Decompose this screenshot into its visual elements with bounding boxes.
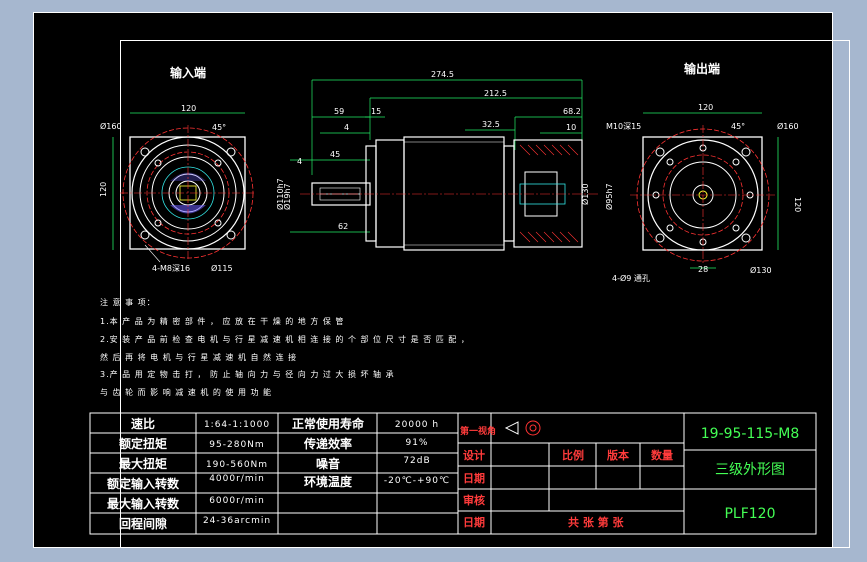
- quantity-label: 数量: [651, 448, 673, 462]
- note-line-4: 3.产 品 用 定 物 击 打 ， 防 止 轴 向 力 与 径 向 力 过 大 …: [100, 369, 395, 379]
- spec-value-4: 6000r/min: [209, 496, 265, 506]
- spec-label-1: 额定扭矩: [119, 436, 167, 451]
- in-bolt-circle-dim: Ø160: [100, 121, 122, 131]
- spec2-value-0: 20000 h: [395, 420, 439, 430]
- technical-notes: 注 意 事 项： 1.本 产 品 为 精 密 部 件 ， 应 放 在 干 燥 的…: [100, 297, 470, 397]
- drawing-number: 19-95-115-M8: [701, 426, 800, 442]
- projection-label: 第一视角: [460, 425, 496, 437]
- out-width-dim: 120: [698, 103, 713, 112]
- in-height-dim: 120: [99, 182, 108, 197]
- output-flange-square: [642, 136, 763, 251]
- input-end-label: 输入端: [170, 65, 206, 80]
- spec-value-3: 4000r/min: [209, 474, 265, 484]
- side-view: 274.5 212.5 68.2 59 15 4 32.5 10 45 4 62…: [275, 70, 614, 251]
- note-line-3: 然 后 再 将 电 机 与 行 星 减 速 机 自 然 连 接: [100, 352, 297, 362]
- drawing-sheet-border: [33, 12, 833, 548]
- version-label: 版本: [607, 448, 629, 462]
- in-holes-dim: 4-M8深16: [152, 264, 190, 273]
- out-holes1-dim: M10深15: [606, 122, 641, 131]
- note-line-5: 与 齿 轮 而 影 响 减 速 机 的 使 用 功 能: [100, 387, 272, 397]
- spec2-label-2: 噪音: [316, 456, 340, 471]
- spec-value-5: 24-36arcmin: [203, 516, 271, 526]
- note-line-1: 1.本 产 品 为 精 密 部 件 ， 应 放 在 干 燥 的 地 方 保 管: [100, 316, 344, 326]
- spec2-value-2: 72dB: [403, 456, 430, 466]
- in-width-dim: 120: [181, 104, 196, 113]
- out-diam-dim: Ø160: [777, 121, 799, 131]
- total-len-dim: 274.5: [431, 70, 454, 79]
- spec2-label-3: 环境温度: [304, 474, 353, 489]
- out-height-dim: 120: [793, 197, 802, 212]
- note-line-0: 注 意 事 项：: [100, 297, 156, 307]
- note-line-2: 2.安 装 产 品 前 检 查 电 机 与 行 星 减 速 机 相 连 接 的 …: [100, 334, 470, 344]
- output-end-view: 输出端 120 M10深15 Ø160 45° 120 28 Ø130 4-Ø9…: [606, 61, 802, 283]
- spec-label-5: 回程间隙: [119, 516, 167, 531]
- out-angle-dim: 45°: [731, 122, 745, 131]
- date1-label: 日期: [463, 471, 485, 485]
- spec-label-4: 最大输入转数: [107, 496, 180, 511]
- spec2-value-1: 91%: [405, 438, 428, 448]
- spec-value-2: 190-560Nm: [206, 460, 268, 470]
- spec2-value-3: -20℃-+90℃: [384, 476, 450, 486]
- drawing-frame: [120, 40, 850, 548]
- spec2-label-1: 传递效率: [303, 436, 352, 451]
- design-label: 设计: [463, 448, 485, 462]
- input-flange: [375, 139, 405, 248]
- flange-d2-dim: Ø95h7: [604, 183, 614, 210]
- input-end-view: 输入端 120 Ø160 45° 120 4-M8深16 Ø115: [99, 65, 256, 273]
- dim-32-5: 32.5: [482, 120, 500, 129]
- dim-45: 45: [330, 150, 340, 159]
- title-block: [457, 412, 817, 535]
- out-pcd-dim: Ø130: [750, 265, 772, 275]
- dim-4b: 4: [297, 157, 302, 166]
- review-label: 审核: [463, 493, 485, 507]
- out-d28-dim: 28: [698, 265, 708, 274]
- gearbox-body: [403, 136, 505, 251]
- scale-label: 比例: [562, 448, 584, 462]
- projection-symbol-icon: [504, 420, 541, 436]
- dim-10: 10: [566, 123, 576, 132]
- body-len-dim: 212.5: [484, 89, 507, 98]
- sheets-label: 共 张 第 张: [568, 515, 624, 529]
- spec2-label-0: 正常使用寿命: [292, 416, 365, 431]
- in-pcd-dim: Ø115: [211, 263, 233, 273]
- spec-value-0: 1:64-1:1000: [204, 420, 270, 430]
- dim-62: 62: [338, 222, 348, 231]
- drawing-name: 三级外形图: [715, 462, 785, 478]
- dim-15: 15: [371, 107, 381, 116]
- dim-59: 59: [334, 107, 344, 116]
- title-block-text: 第一视角 设计 日期 审核 日期 比例 版本 数量 共 张 第 张 19-95-…: [460, 420, 800, 529]
- out-holes2-dim: 4-Ø9 通孔: [612, 273, 650, 283]
- output-end-label: 输出端: [684, 61, 720, 76]
- spec-label-2: 最大扭矩: [119, 456, 167, 471]
- spec-label-3: 额定输入转数: [107, 476, 180, 491]
- motor-adapter: [513, 139, 583, 248]
- shaft-d2-dim: Ø110h7: [275, 178, 285, 210]
- in-angle-dim: 45°: [212, 123, 226, 132]
- shaft-d1-dim: Ø19h7: [282, 183, 292, 210]
- dim-4: 4: [344, 123, 349, 132]
- spec-rows: 速比 1:64-1:1000 额定扭矩 95-280Nm 最大扭矩 190-56…: [107, 416, 450, 531]
- spec-label-0: 速比: [131, 416, 155, 431]
- out-len-dim: 68.2: [563, 107, 581, 116]
- model-number: PLF120: [724, 506, 775, 522]
- spec-table: [89, 412, 459, 535]
- date2-label: 日期: [463, 515, 485, 529]
- spec-value-1: 95-280Nm: [209, 440, 264, 450]
